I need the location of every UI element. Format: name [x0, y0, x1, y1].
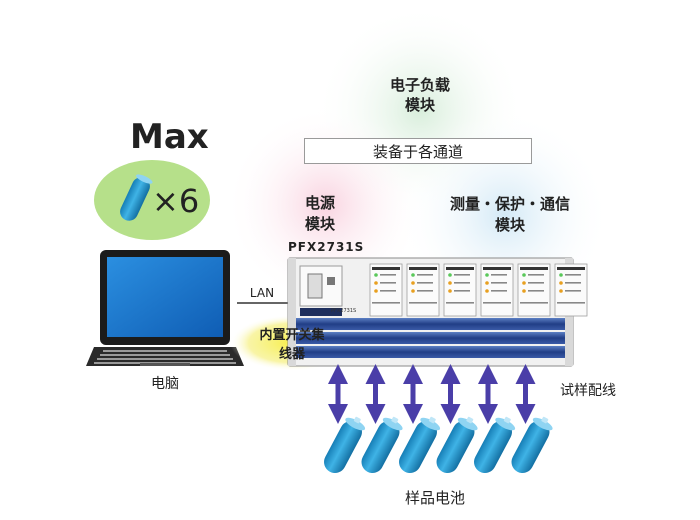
sample-batteries-label: 样品电池 — [404, 489, 465, 507]
max-badge — [94, 160, 210, 240]
channel-slot — [369, 263, 403, 317]
channel-slot — [517, 263, 551, 317]
sample-battery-icon — [399, 416, 441, 474]
sample-battery-icon — [436, 416, 478, 474]
sample-battery-icon — [511, 416, 553, 474]
badge-multiplier: ×6 — [152, 182, 200, 220]
wiring-arrows — [328, 364, 536, 424]
measure-module-label-1: 测量・保护・通信 — [449, 195, 570, 213]
per-channel-note: 装备于各通道 — [304, 138, 532, 164]
pc-laptop — [86, 250, 244, 366]
test-wiring-label: 试样配线 — [560, 383, 616, 399]
sample-battery-row — [324, 416, 553, 474]
badge-max-title: Max — [130, 117, 209, 157]
load-module-label-1: 电子负载 — [389, 76, 450, 94]
sample-battery-icon — [361, 416, 403, 474]
badge-battery-icon — [120, 174, 153, 221]
power-module-label-1: 电源 — [304, 194, 335, 212]
channel-slot — [443, 263, 477, 317]
faceplate-model: PFX2731S — [331, 308, 356, 314]
switch-hub-label-1: 内置开关集 — [259, 328, 325, 343]
channel-slot — [554, 263, 588, 317]
sample-battery-icon — [474, 416, 516, 474]
device-model-label: PFX2731S — [288, 240, 365, 254]
rack-device — [287, 257, 588, 367]
channel-slot — [406, 263, 440, 317]
lan-label: LAN — [249, 286, 275, 300]
channel-slot — [480, 263, 514, 317]
sample-battery-icon — [324, 416, 366, 474]
load-module-label-2: 模块 — [404, 96, 435, 114]
pc-label: 电脑 — [151, 376, 179, 392]
measure-module-label-2: 模块 — [494, 216, 525, 234]
power-module-label-2: 模块 — [304, 215, 335, 233]
switch-hub-label-2: 线器 — [278, 347, 305, 362]
